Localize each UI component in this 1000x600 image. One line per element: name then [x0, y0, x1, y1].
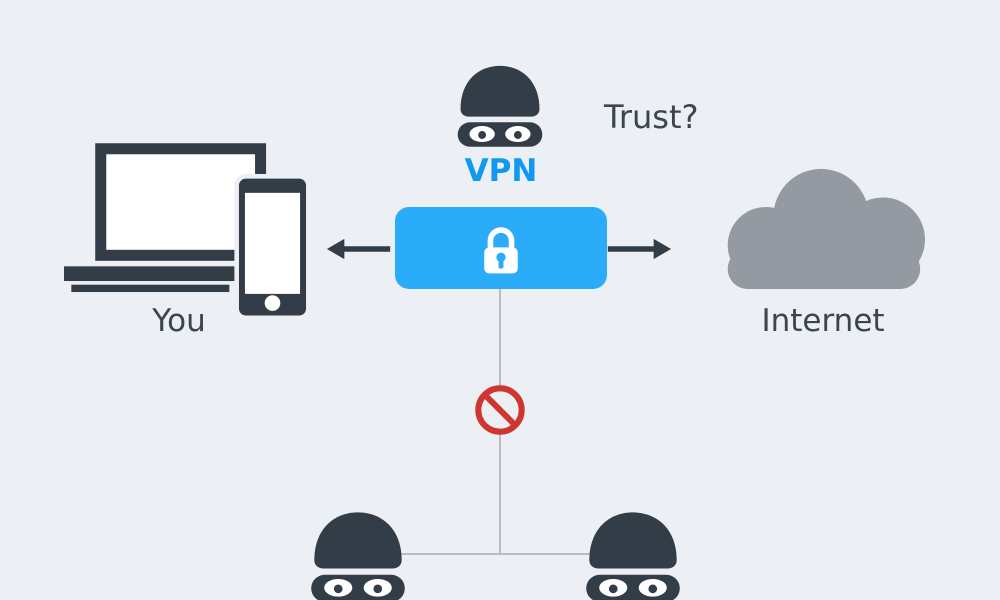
arrow-right-icon	[606, 235, 672, 263]
arrow-left-icon	[326, 235, 392, 263]
attacker-spy-icon-left	[306, 506, 410, 600]
attacker-spy-icon-right	[581, 506, 685, 600]
laptop-and-phone-icon	[64, 143, 311, 321]
trust-question-label: Trust?	[604, 98, 699, 136]
user-devices-icon	[64, 143, 312, 321]
horizontal-connector-line	[357, 553, 634, 555]
blocked-icon	[474, 384, 526, 436]
lock-icon	[484, 227, 518, 274]
internet-cloud-icon	[708, 167, 938, 289]
internet-label: Internet	[761, 303, 885, 339]
vpn-label: VPN	[464, 153, 538, 189]
you-label: You	[152, 303, 206, 339]
vpn-tunnel-box	[395, 207, 607, 289]
vpn-spy-icon	[453, 60, 547, 151]
